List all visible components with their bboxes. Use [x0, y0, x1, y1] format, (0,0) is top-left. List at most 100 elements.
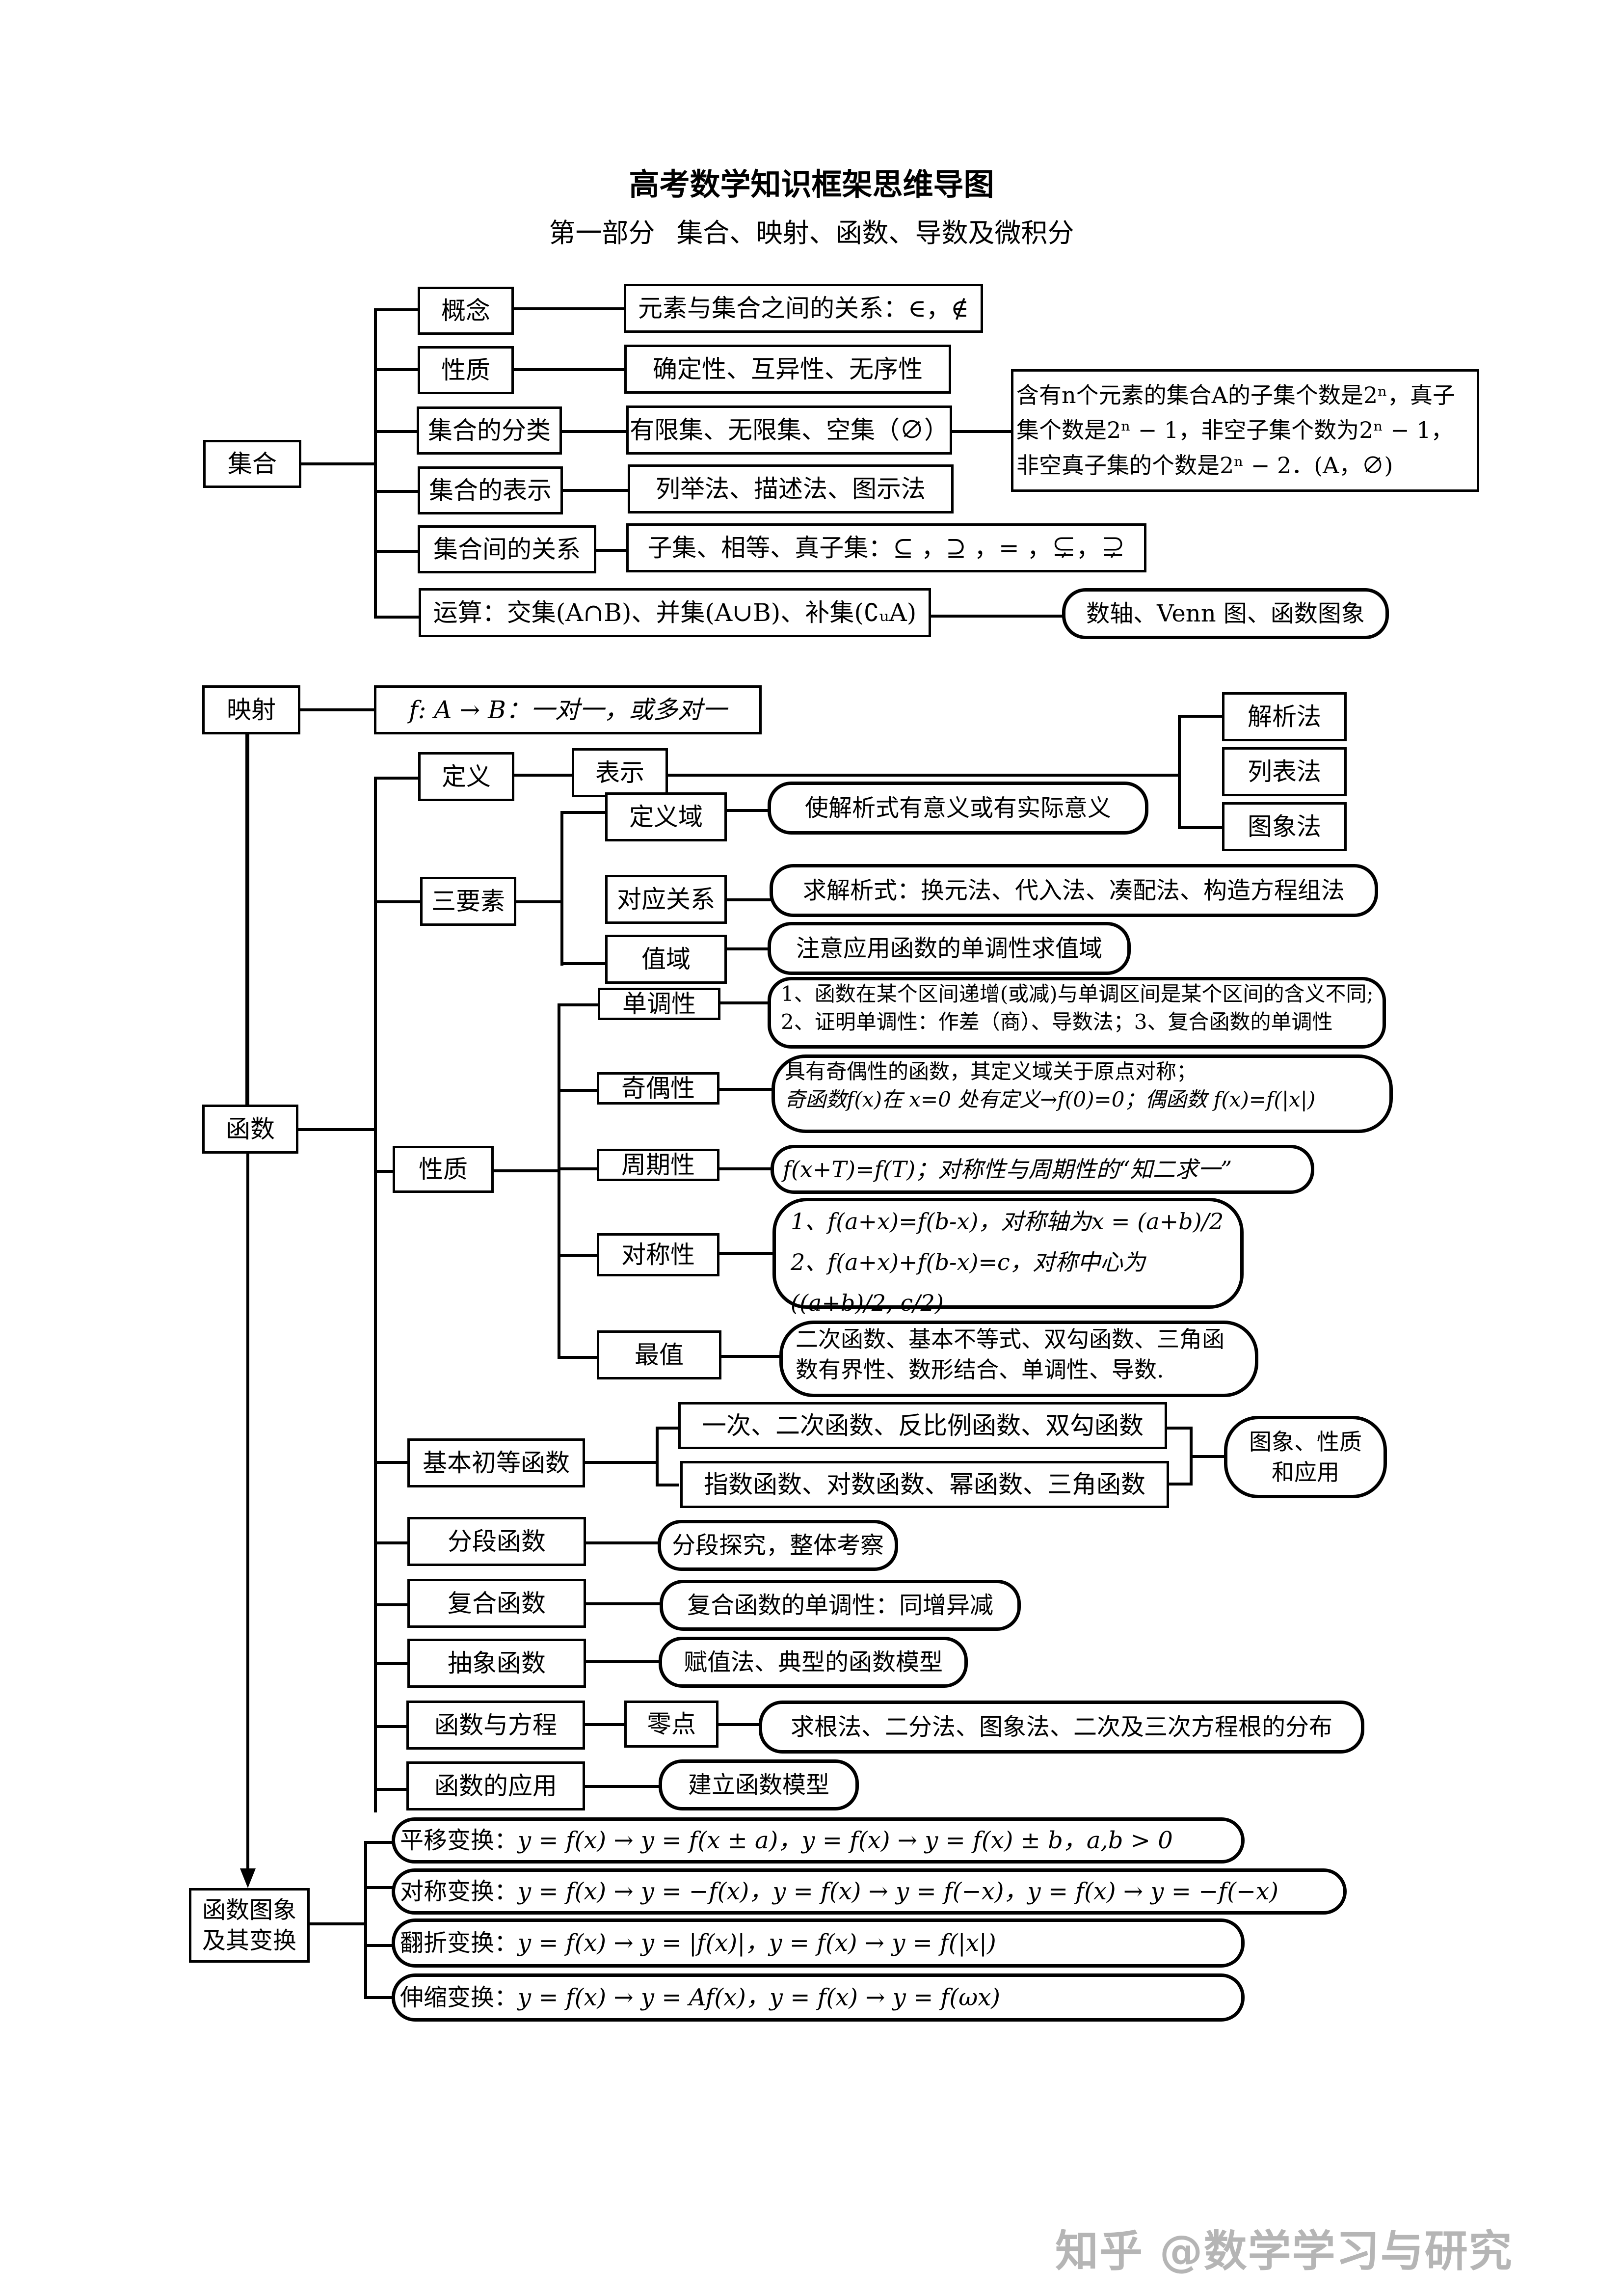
transform-label: 平移变换：: [400, 1826, 518, 1854]
connector: [931, 615, 1064, 618]
node-label: 集合间的关系: [433, 535, 581, 564]
detail-text: 指数函数、对数函数、幂函数、三角函数: [704, 1470, 1145, 1499]
detail-text: 子集、相等、真子集：⊆ ，⊇ ，= ，⊊，⊋: [647, 533, 1125, 562]
detail-text: 求根法、二分法、图象法、二次及三次方程根的分布: [790, 1713, 1332, 1741]
connector: [721, 1355, 780, 1358]
node-label: 集合的表示: [429, 476, 552, 505]
detail-text: 赋值法、典型的函数模型: [683, 1648, 943, 1676]
node-label: 函数: [226, 1114, 275, 1143]
method-table: 列表法: [1222, 747, 1347, 796]
node-symmetry: 对称性: [597, 1233, 719, 1276]
connector: [718, 1723, 761, 1726]
detail-func-equation: 求根法、二分法、图象法、二次及三次方程根的分布: [759, 1701, 1364, 1754]
node-label: 性质: [419, 1155, 468, 1184]
connector: [727, 898, 773, 901]
connector: [514, 307, 624, 310]
node-label: 抽象函数: [448, 1648, 546, 1677]
connector: [720, 1001, 768, 1004]
connector: [374, 1461, 408, 1464]
connector: [952, 430, 1011, 433]
elementary-group-2: 指数函数、对数函数、幂函数、三角函数: [680, 1461, 1169, 1508]
connector: [374, 1725, 408, 1728]
subtitle-topic: 集合、映射、函数、导数及微积分: [676, 217, 1074, 248]
detail-correspondence: 求解析式：换元法、代入法、凑配法、构造方程组法: [770, 864, 1378, 917]
connector: [656, 1428, 659, 1486]
connector: [374, 1603, 408, 1606]
detail-classification: 有限集、无限集、空集（∅）: [626, 405, 952, 455]
connector: [1178, 715, 1223, 718]
connector: [719, 1167, 772, 1170]
node-piecewise: 分段函数: [407, 1517, 586, 1566]
connector: [298, 1128, 375, 1131]
node-domain: 定义域: [605, 792, 727, 841]
connector: [586, 1660, 660, 1663]
node-operations: 运算：交集(A∩B)、并集(A∪B)、补集(∁ᵤA): [419, 588, 931, 637]
node-label: 表示: [595, 758, 644, 787]
node-classification: 集合的分类: [417, 406, 562, 455]
detail-text: 分段探究，整体考察: [671, 1531, 884, 1559]
subset-count-note: 含有n个元素的集合A的子集个数是2ⁿ，真子 集个数是2ⁿ − 1，非空子集个数为…: [1011, 369, 1479, 492]
node-properties: 性质: [418, 346, 514, 394]
transform-symmetry: 对称变换：y = f(x) → y = −f(x)，y = f(x) → y =…: [392, 1868, 1347, 1915]
node-label: 集合: [228, 449, 277, 478]
node-correspondence: 对应关系: [605, 875, 727, 924]
connector: [514, 368, 624, 371]
detail-extremum: 二次函数、基本不等式、双勾函数、三角函 数有界性、数形结合、单调性、导数.: [779, 1321, 1258, 1397]
node-extremum: 最值: [597, 1330, 721, 1379]
connector: [719, 1252, 773, 1255]
node-label: 对应关系: [617, 885, 715, 914]
connector: [560, 811, 563, 966]
detail-line: 奇函数f(x)在 x=0 处有定义→f(0)=0；偶函数 f(x)=f(|x|): [785, 1087, 1316, 1111]
node-label: 集合的分类: [428, 416, 551, 445]
connector: [374, 368, 418, 371]
node-func-properties: 性质: [393, 1146, 494, 1193]
connector: [374, 1170, 394, 1173]
connector: [560, 962, 606, 965]
page-subtitle: 第一部分集合、映射、函数、导数及微积分: [0, 211, 1623, 250]
connector: [558, 1089, 599, 1092]
detail-line: 1、f(a+x)=f(b-x)，对称轴为x = (a+b)/2: [791, 1208, 1224, 1235]
node-zero-point: 零点: [624, 1701, 718, 1748]
connector: [727, 809, 771, 812]
connector: [364, 1996, 393, 1999]
node-functions: 函数: [202, 1105, 298, 1154]
detail-text: 数轴、Venn 图、函数图象: [1086, 599, 1365, 627]
connector: [558, 1356, 599, 1359]
summary-line: 图象、性质: [1249, 1428, 1362, 1455]
node-func-equation: 函数与方程: [406, 1701, 585, 1750]
note-line: 集个数是2ⁿ − 1，非空子集个数为2ⁿ − 1，: [1016, 417, 1454, 444]
subtitle-part: 第一部分: [549, 217, 655, 248]
connector: [558, 1003, 560, 1357]
node-abstract: 抽象函数: [407, 1639, 586, 1688]
connector: [374, 616, 419, 619]
node-label: 三要素: [431, 887, 505, 916]
node-monotonicity: 单调性: [598, 988, 720, 1020]
detail-text: 有限集、无限集、空集（∅）: [630, 415, 949, 444]
detail-representation: 列举法、描述法、图示法: [628, 464, 954, 513]
node-definition: 定义: [418, 752, 514, 801]
node-relations: 集合间的关系: [418, 525, 596, 573]
node-range: 值域: [605, 935, 727, 984]
transform-label: 对称变换：: [400, 1877, 518, 1905]
node-label: 复合函数: [448, 1589, 546, 1618]
connector: [494, 1169, 560, 1172]
method-graph: 图象法: [1222, 802, 1347, 851]
detail-domain: 使解析式有意义或有实际意义: [768, 782, 1148, 835]
node-label: 定义域: [629, 802, 703, 831]
node-label: 零点: [647, 1709, 696, 1738]
detail-relations: 子集、相等、真子集：⊆ ，⊇ ，= ，⊊，⊋: [626, 523, 1146, 572]
detail-line: 数有界性、数形结合、单调性、导数.: [796, 1356, 1164, 1383]
detail-text: 复合函数的单调性：同增异减: [687, 1591, 993, 1619]
node-representation-methods: 表示: [572, 748, 668, 797]
detail-piecewise: 分段探究，整体考察: [658, 1520, 898, 1571]
transform-label: 伸缩变换：: [400, 1983, 518, 2011]
node-label: 列表法: [1248, 757, 1321, 786]
node-representation: 集合的表示: [418, 466, 563, 514]
detail-text: 建立函数模型: [688, 1771, 829, 1799]
node-label: 分段函数: [448, 1527, 546, 1556]
node-label: 奇偶性: [621, 1074, 695, 1103]
connector: [301, 462, 375, 465]
mapping-detail: f: A → B：一对一，或多对一: [374, 685, 762, 734]
connector: [374, 308, 377, 618]
transform-formula: y = f(x) → y = Af(x)，y = f(x) → y = f(ωx…: [518, 1983, 1001, 2011]
